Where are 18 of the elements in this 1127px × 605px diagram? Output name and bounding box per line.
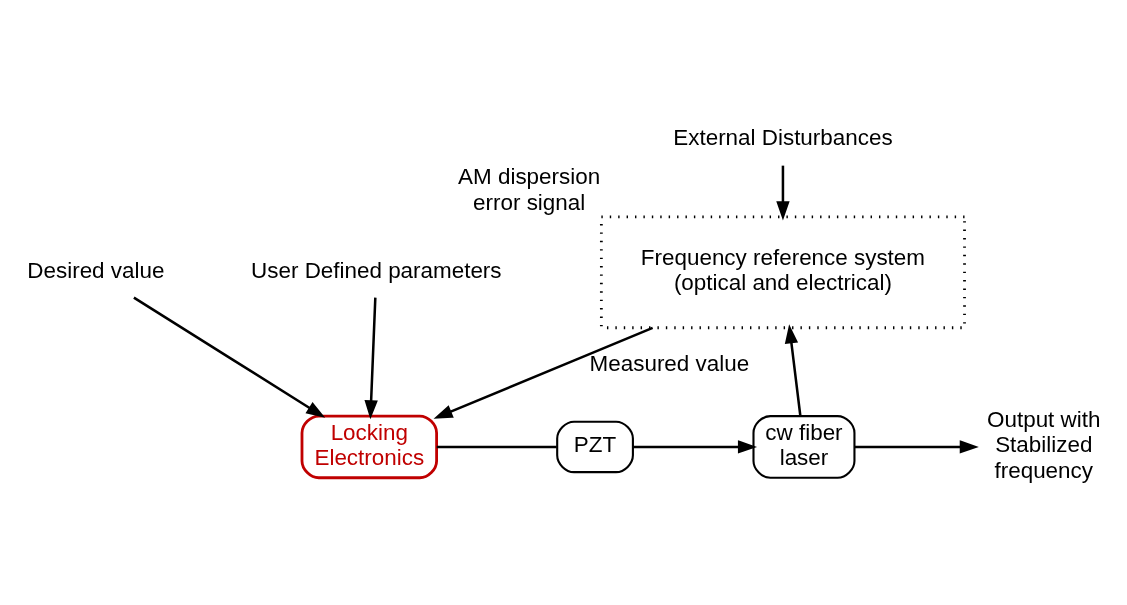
node-box: cw fiber laser xyxy=(752,415,856,479)
node-text: External Disturbances xyxy=(673,125,893,151)
arrow xyxy=(784,324,802,417)
arrow xyxy=(633,440,758,454)
node-text: User Defined parameters xyxy=(251,257,502,283)
arrow xyxy=(433,326,654,419)
node-box: Frequency reference system (optical and electrical) xyxy=(599,215,966,330)
connector xyxy=(436,445,557,449)
node-label: AM dispersion error signal xyxy=(458,164,601,215)
arrow xyxy=(364,297,378,420)
node-text: Output with Stabilized frequency xyxy=(987,407,1101,483)
node-text: Desired value xyxy=(27,257,165,283)
edge-label: Measured value xyxy=(589,350,750,376)
arrow xyxy=(776,165,790,221)
node-box: Locking Electronics xyxy=(300,414,438,480)
arrow xyxy=(854,440,979,454)
arrow xyxy=(133,296,326,418)
node-box: PZT xyxy=(556,420,634,474)
